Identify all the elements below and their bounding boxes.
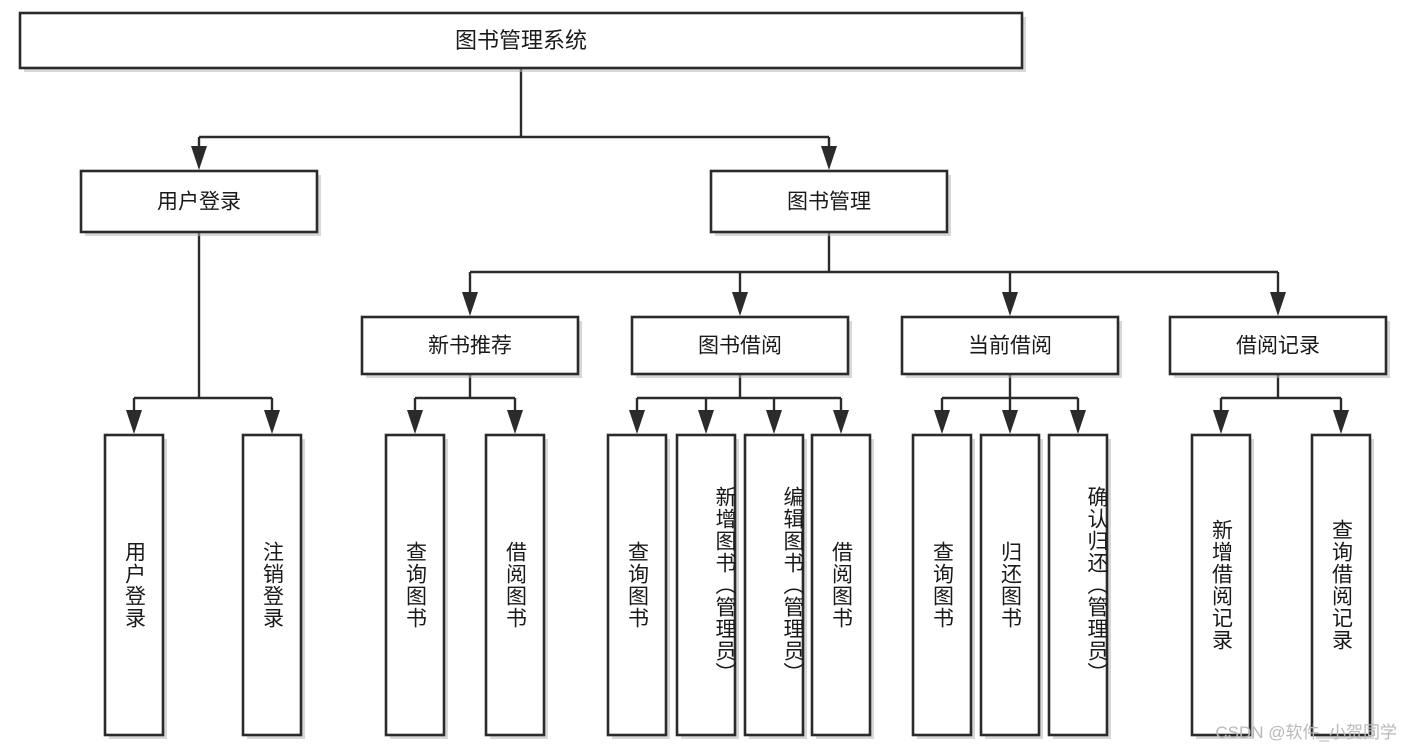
node-book-borrow-box[interactable] [630, 315, 850, 376]
leaf-node[interactable] [103, 433, 167, 739]
arrow-head-user-login [191, 146, 207, 170]
node-book-manage[interactable]: 图书管理 [709, 169, 951, 236]
arrow-head-leaf-edit-book [766, 410, 782, 434]
arrow-head-leaf-borrow-book-rec [507, 410, 523, 434]
node-root-box[interactable] [18, 11, 1024, 70]
leaf-add-borrow-record-box[interactable] [1190, 433, 1252, 737]
arrow-head-leaf-user-login [126, 410, 142, 434]
node-current-borrow-label: 当前借阅 [968, 335, 1052, 358]
leaf-node[interactable] [979, 433, 1043, 739]
leaf-node[interactable] [606, 433, 670, 739]
node-current-borrow[interactable]: 当前借阅 [900, 315, 1122, 378]
watermark: CSDN @软件_小贺同学 [1215, 723, 1397, 742]
leaf-node[interactable] [241, 433, 305, 739]
node-new-book-recommend-label: 新书推荐 [428, 335, 512, 358]
arrow-head-leaf-query-book-borrow [629, 410, 645, 434]
node-borrow-record[interactable]: 借阅记录 [1168, 315, 1390, 378]
leaf-add-book-box[interactable] [675, 433, 737, 737]
arrow-head-leaf-logout [264, 410, 280, 434]
arrow-head-leaf-return-book [1002, 410, 1018, 434]
leaf-node[interactable] [1310, 433, 1374, 739]
connectors-layer [126, 68, 1349, 434]
nodes-layer: 图书管理系统 用户登录 图书管理 新书推荐 [18, 11, 1390, 378]
arrow-head-leaf-add-book [698, 410, 714, 434]
arrow-head-leaf-confirm-return [1070, 410, 1086, 434]
arrow-head-leaf-borrow-book [833, 410, 849, 434]
node-book-borrow-label: 图书借阅 [698, 335, 782, 358]
leaf-node[interactable] [743, 433, 807, 739]
leaf-node[interactable] [484, 433, 548, 739]
leaf-borrow-book-box[interactable] [810, 433, 872, 737]
leaf-node[interactable] [810, 433, 874, 739]
leaf-node[interactable] [1190, 433, 1254, 739]
node-root[interactable]: 图书管理系统 [18, 11, 1026, 72]
leaf-logout-box[interactable] [241, 433, 303, 737]
arrow-head-book-manage [821, 146, 837, 170]
leaf-return-book-box[interactable] [979, 433, 1041, 737]
leaf-query-book-current-box[interactable] [911, 433, 973, 737]
node-borrow-record-box[interactable] [1168, 315, 1388, 376]
arrow-head-book-borrow [732, 292, 748, 316]
arrow-head-borrow-record [1270, 292, 1286, 316]
arrow-head-leaf-query-book-current [934, 410, 950, 434]
node-user-login[interactable]: 用户登录 [79, 169, 321, 236]
arrow-head-leaf-query-borrow-record [1333, 410, 1349, 434]
node-new-book-recommend[interactable]: 新书推荐 [360, 315, 582, 378]
arrow-head-leaf-query-book-rec [407, 410, 423, 434]
node-user-login-box[interactable] [79, 169, 319, 234]
node-book-manage-box[interactable] [709, 169, 949, 234]
arrow-head-leaf-add-borrow-record [1213, 410, 1229, 434]
arrow-head-current-borrow [1002, 292, 1018, 316]
leaf-query-book-rec-box[interactable] [384, 433, 446, 737]
leaf-edit-book-box[interactable] [743, 433, 805, 737]
node-borrow-record-label: 借阅记录 [1236, 335, 1320, 358]
node-book-borrow[interactable]: 图书借阅 [630, 315, 852, 378]
leaf-confirm-return-box[interactable] [1047, 433, 1109, 737]
leaf-borrow-book-rec-box[interactable] [484, 433, 546, 737]
leaf-nodes-layer [103, 433, 1374, 739]
leaf-node[interactable] [911, 433, 975, 739]
leaf-node[interactable] [384, 433, 448, 739]
node-root-label: 图书管理系统 [455, 28, 587, 53]
leaf-node[interactable] [1047, 433, 1111, 739]
leaf-user-login-box[interactable] [103, 433, 165, 737]
leaf-node[interactable] [675, 433, 739, 739]
node-user-login-label: 用户登录 [157, 191, 241, 214]
node-book-manage-label: 图书管理 [787, 191, 871, 214]
node-new-book-recommend-box[interactable] [360, 315, 580, 376]
leaf-query-book-borrow-box[interactable] [606, 433, 668, 737]
leaf-query-borrow-record-box[interactable] [1310, 433, 1372, 737]
arrow-head-new-book-rec [462, 292, 478, 316]
node-current-borrow-box[interactable] [900, 315, 1120, 376]
